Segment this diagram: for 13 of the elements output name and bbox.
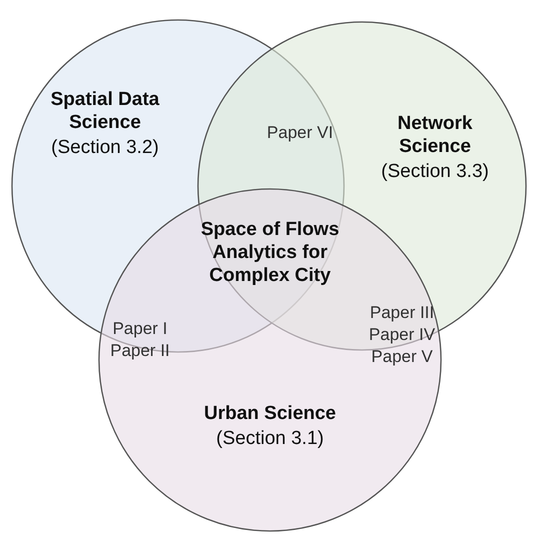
circle-heading: Urban Science bbox=[203, 402, 337, 425]
section-reference: (Section 3.1) bbox=[215, 427, 325, 450]
section-reference: (Section 3.2) bbox=[50, 136, 160, 159]
paper-label: Paper VI bbox=[266, 122, 334, 143]
section-reference: (Section 3.3) bbox=[380, 160, 490, 183]
paper-label: Paper II bbox=[110, 340, 170, 361]
circle-heading: Network Science bbox=[396, 112, 474, 158]
paper-label: Paper V bbox=[371, 346, 433, 367]
paper-label: Paper IV bbox=[368, 324, 436, 345]
paper-label: Paper I bbox=[112, 318, 168, 339]
circle-heading: Spatial Data Science bbox=[50, 88, 160, 134]
paper-label: Paper III bbox=[370, 302, 434, 323]
center-title: Space of Flows Analytics for Complex City bbox=[200, 218, 340, 287]
